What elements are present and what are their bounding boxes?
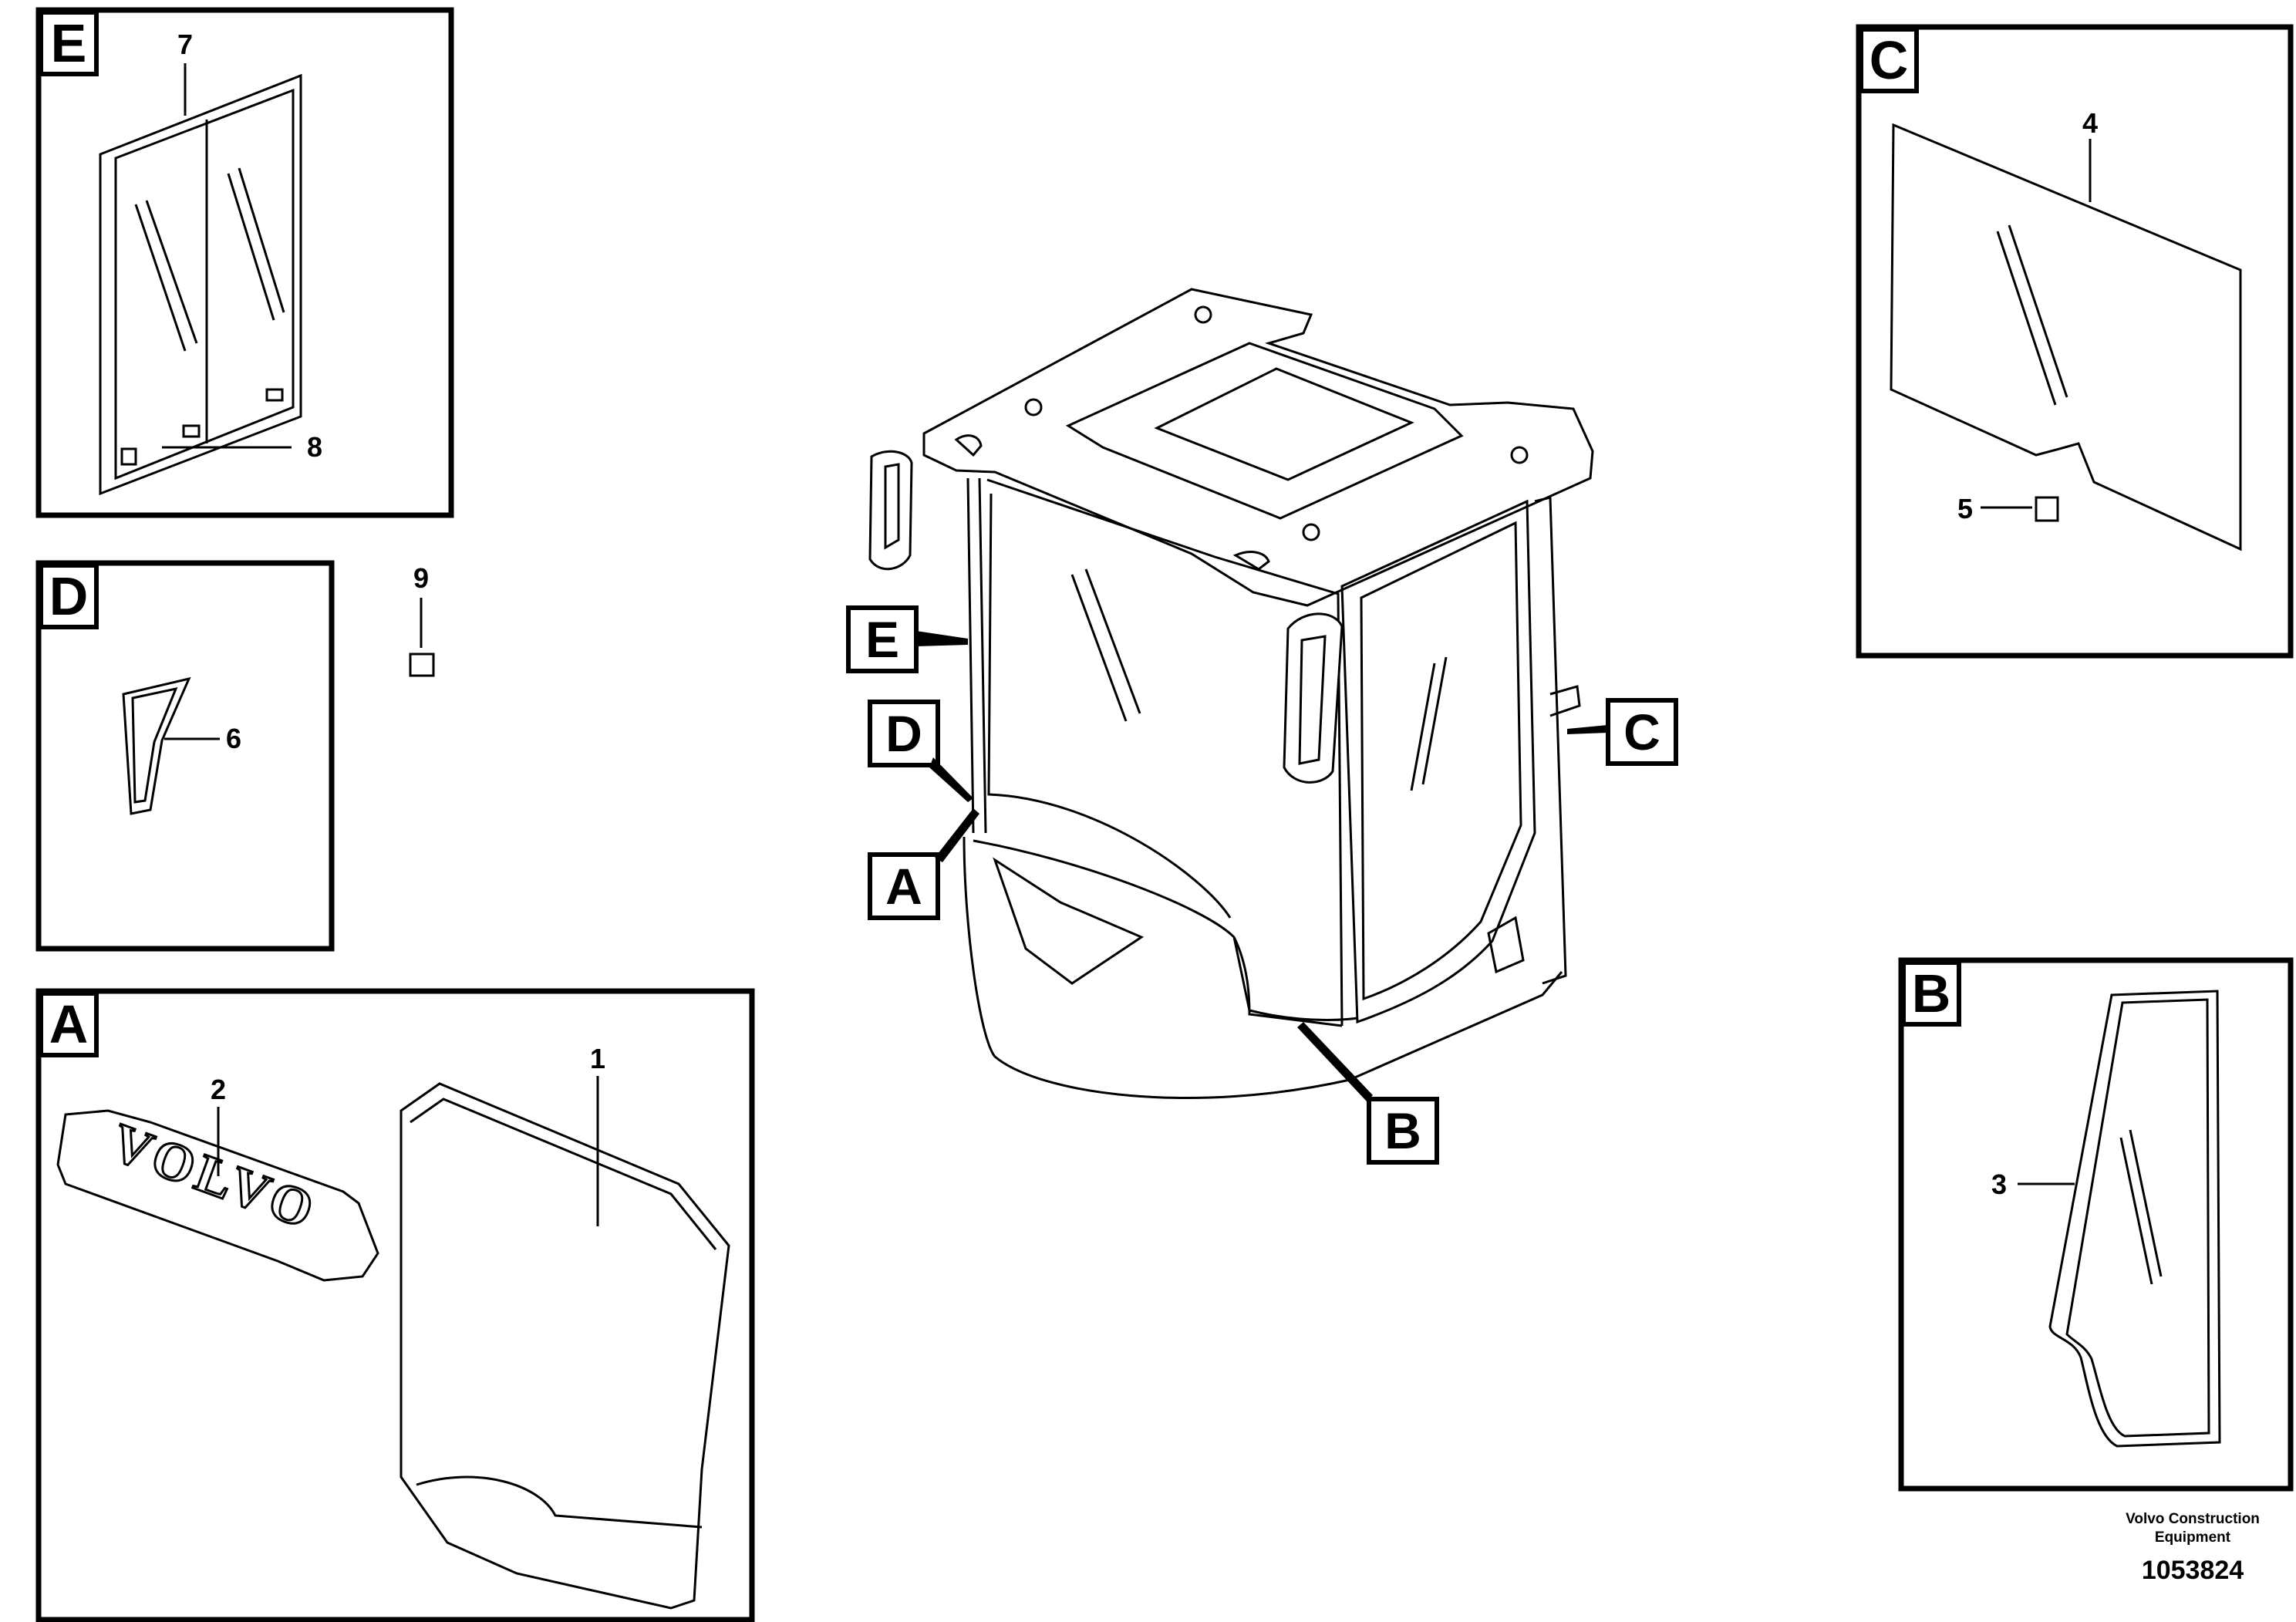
cab-assembly [868, 288, 1594, 1099]
panel-a-letter: A [49, 994, 89, 1054]
glass-clip [2035, 496, 2059, 522]
part-4-label: 4 [2082, 107, 2098, 139]
svg-text:B: B [1384, 1102, 1421, 1159]
part-9-label: 9 [413, 562, 429, 594]
side-window-glass [1890, 123, 2242, 551]
panel-d-letter: D [49, 566, 89, 626]
cab-callout-c: C [1567, 698, 1678, 766]
panel-a: A VOLVO 2 1 [35, 988, 755, 1622]
drawing-number: 1053824 [2142, 1556, 2244, 1585]
company-name-line-2: Equipment [2155, 1529, 2231, 1546]
part-2-label: 2 [211, 1074, 226, 1105]
part-3-label: 3 [1991, 1168, 2007, 1200]
svg-text:D: D [885, 705, 922, 762]
footer: Volvo Construction Equipment 1053824 [2126, 1511, 2260, 1585]
cab-callout-d: D [868, 700, 973, 802]
loose-part-9: 9 [409, 562, 435, 677]
door-window-glass [99, 73, 302, 496]
panel-d: D 6 [35, 560, 335, 952]
panel-e: E 7 8 [35, 7, 454, 518]
cab-callout-a: A [868, 808, 979, 920]
rear-quarter-glass [2048, 990, 2221, 1448]
svg-text:A: A [885, 858, 922, 915]
part-8-label: 8 [307, 431, 322, 463]
part-5-label: 5 [1957, 493, 1973, 524]
clip-part [409, 653, 435, 677]
panel-b-letter: B [1912, 963, 1951, 1023]
panel-b: B 3 [1898, 957, 2294, 1492]
cab-callout-e: E [846, 605, 968, 673]
panel-c-letter: C [1870, 30, 1909, 90]
windscreen-glass [400, 1082, 730, 1610]
svg-text:E: E [865, 611, 899, 668]
part-1-label: 1 [590, 1043, 605, 1074]
part-7-label: 7 [177, 29, 193, 60]
cab-callout-b: B [1297, 1022, 1439, 1165]
panel-e-letter: E [51, 13, 87, 73]
panel-c: C 4 5 [1856, 24, 2294, 659]
svg-text:C: C [1623, 703, 1660, 760]
company-name-line-1: Volvo Construction [2126, 1511, 2260, 1527]
part-6-label: 6 [226, 723, 241, 754]
quarter-glass-small [122, 676, 191, 815]
